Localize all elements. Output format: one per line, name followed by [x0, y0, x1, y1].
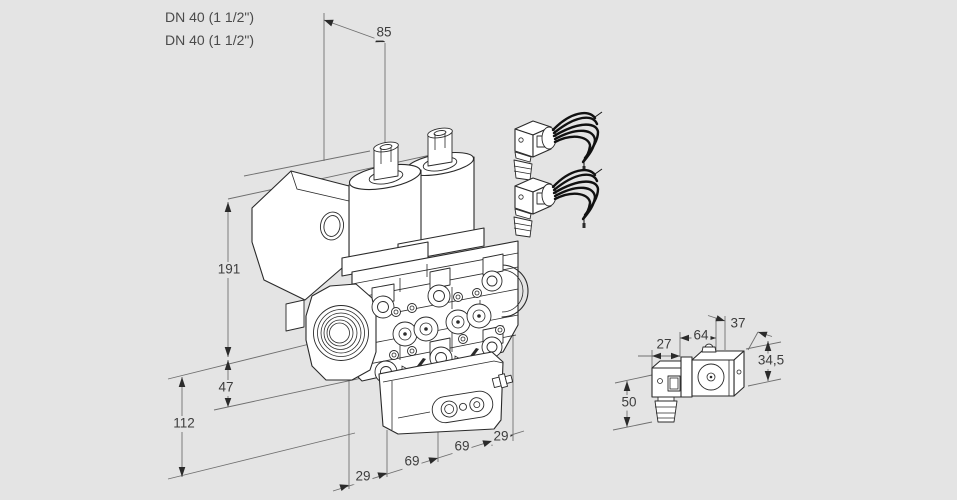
dimension-lines	[178, 19, 525, 492]
accessory-part	[651, 343, 745, 423]
dim-label-34-5: 34,5	[755, 352, 787, 369]
pressure-regulator-unit	[378, 351, 504, 435]
dim-label-69-b: 69	[452, 438, 472, 455]
dim-label-85: 85	[374, 24, 394, 41]
dim-label-27: 27	[654, 336, 674, 353]
solenoid-connector-photo-1	[513, 111, 603, 181]
dim-label-191: 191	[215, 261, 243, 278]
cable-gland	[513, 216, 533, 238]
outlet-flange	[501, 264, 529, 318]
adjuster-knobs	[392, 303, 492, 347]
inlet-threaded-port	[305, 283, 377, 381]
actuator-side-view-drawing	[612, 315, 782, 431]
valve-isometric-drawing	[251, 127, 529, 435]
dim-label-112: 112	[171, 415, 197, 432]
small-screws	[389, 288, 505, 360]
test-nipple	[491, 373, 514, 389]
dim-label-29-left: 29	[353, 468, 373, 485]
bolts	[371, 270, 503, 384]
dim-label-37: 37	[728, 315, 748, 332]
solenoid-actuator-left	[348, 141, 422, 263]
dim-label-69-a: 69	[402, 453, 422, 470]
dim-label-47: 47	[216, 379, 236, 396]
cable-gland	[513, 159, 533, 181]
cables	[551, 168, 603, 228]
port-size-label-1: DN 40 (1 1/2")	[165, 9, 255, 25]
cables	[551, 111, 603, 171]
accessory-extension-lines	[612, 316, 782, 431]
dim-label-29-right: 29	[491, 428, 511, 445]
solenoid-connector-photo-2	[513, 168, 603, 238]
dim-label-64: 64	[691, 327, 711, 344]
dim-label-50: 50	[619, 394, 639, 411]
mounting-bracket	[251, 170, 350, 332]
port-size-label-2: DN 40 (1 1/2")	[165, 32, 255, 48]
